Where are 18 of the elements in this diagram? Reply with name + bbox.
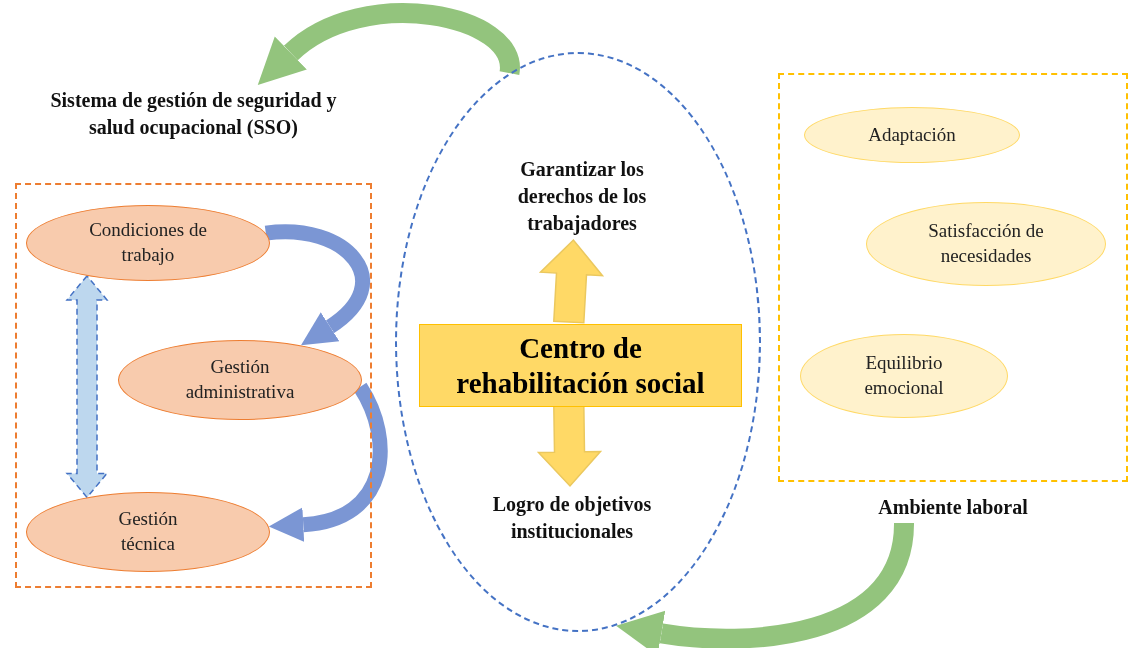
oval-label: Gestión técnica (117, 507, 179, 556)
outcome-label: Garantizar los derechos de los trabajadores (516, 156, 648, 237)
block-arrow (538, 238, 605, 324)
central-title: Centro de rehabilitación social (455, 330, 706, 401)
oval-label: Equilibrio emocional (863, 351, 945, 400)
section-heading: Sistema de gestión de seguridad y salud ocupacional (SSO) (49, 88, 338, 141)
oval-label: Condiciones de trabajo (88, 218, 208, 267)
oval-label: Gestión administrativa (184, 355, 296, 404)
outcome-label: Logro de objetivos institucionales (491, 492, 653, 544)
block-arrow (536, 404, 603, 488)
curved-arrow (265, 224, 370, 348)
curved-arrow (269, 383, 388, 542)
oval-label: Adaptación (868, 122, 956, 147)
dashed-ellipse (395, 52, 761, 632)
double-arrow (65, 274, 109, 499)
section-heading: Ambiente laboral (877, 495, 1029, 520)
central-box (419, 324, 742, 407)
oval-label: Satisfacción de necesidades (927, 219, 1045, 268)
